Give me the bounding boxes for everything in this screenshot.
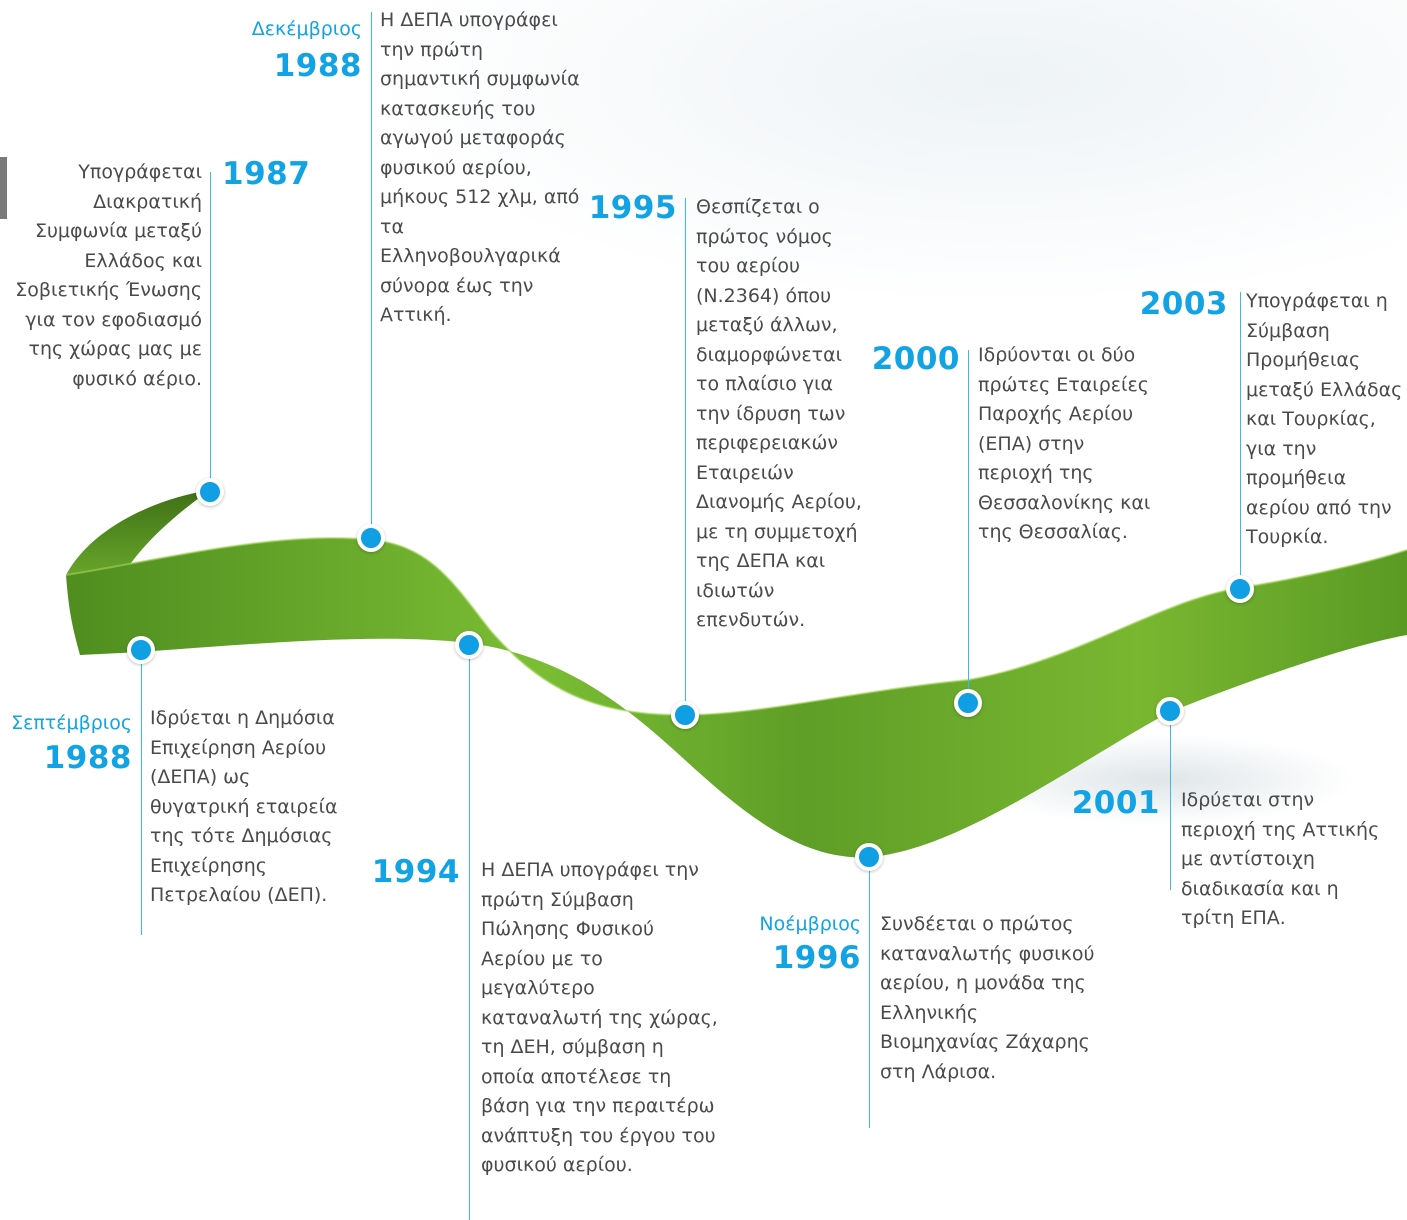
connector-2001: [1170, 710, 1171, 890]
event-text-1994: Η ΔΕΠΑ υπογράφει την πρώτη Σύμβαση Πώλησ…: [481, 859, 718, 1176]
event-month-1988-sep: Σεπτέμβριος: [11, 712, 132, 734]
timeline-dot-1987: [196, 478, 224, 506]
timeline-dot-2000: [954, 689, 982, 717]
timeline-dot-1988-sep: [127, 636, 155, 664]
ribbon-band: [66, 538, 1407, 858]
background-sky: [0, 0, 1407, 520]
event-year-1988-dec: 1988: [273, 48, 362, 84]
event-text-1988-sep: Ιδρύεται η Δημόσια Επιχείρηση Αερίου (ΔΕ…: [150, 707, 338, 906]
event-text-2003: Υπογράφεται η Σύμβαση Προμήθειας μεταξύ …: [1246, 290, 1403, 548]
event-year-2001: 2001: [1071, 785, 1160, 821]
event-year-1987: 1987: [222, 156, 311, 192]
event-year-1996: 1996: [772, 940, 861, 976]
event-month-1996: Νοέμβριος: [759, 913, 861, 935]
timeline-dot-2003: [1226, 575, 1254, 603]
connector-1988-dec: [371, 12, 372, 537]
timeline-dot-1995: [671, 701, 699, 729]
ribbon-curl: [66, 490, 210, 580]
connector-1995: [685, 198, 686, 713]
timeline-dot-1996: [855, 843, 883, 871]
event-text-1987: Υπογράφεται Διακρατική Συμφωνία μεταξύ Ε…: [15, 161, 202, 390]
event-year-2000: 2000: [871, 341, 960, 377]
event-year-2003: 2003: [1139, 286, 1228, 322]
connector-2003: [1240, 292, 1241, 588]
connector-1996: [869, 858, 870, 1128]
event-text-2001: Ιδρύεται στην περιοχή της Αττικής με αντ…: [1181, 789, 1380, 929]
event-year-1994: 1994: [371, 854, 460, 890]
connector-1994: [469, 645, 470, 1220]
event-text-1988-dec: Η ΔΕΠΑ υπογράφει την πρώτη σημαντική συμ…: [380, 9, 580, 326]
event-text-2000: Ιδρύονται οι δύο πρώτες Εταιρείες Παροχή…: [978, 344, 1151, 543]
event-year-1995: 1995: [588, 190, 677, 226]
event-text-1996: Συνδέεται ο πρώτος καταναλωτής φυσικού α…: [880, 913, 1095, 1083]
event-year-1988-sep: 1988: [43, 740, 132, 776]
connector-1987: [210, 172, 211, 490]
event-text-1995: Θεσπίζεται ο πρώτος νόμος του αερίου (Ν.…: [696, 196, 862, 631]
timeline-dot-2001: [1156, 697, 1184, 725]
timeline-dot-1994: [455, 631, 483, 659]
connector-1988-sep: [141, 650, 142, 935]
connector-2000: [968, 350, 969, 700]
event-month-1988-dec: Δεκέμβριος: [251, 18, 362, 40]
side-tab-marker: [0, 157, 7, 219]
timeline-dot-1988-dec: [357, 524, 385, 552]
